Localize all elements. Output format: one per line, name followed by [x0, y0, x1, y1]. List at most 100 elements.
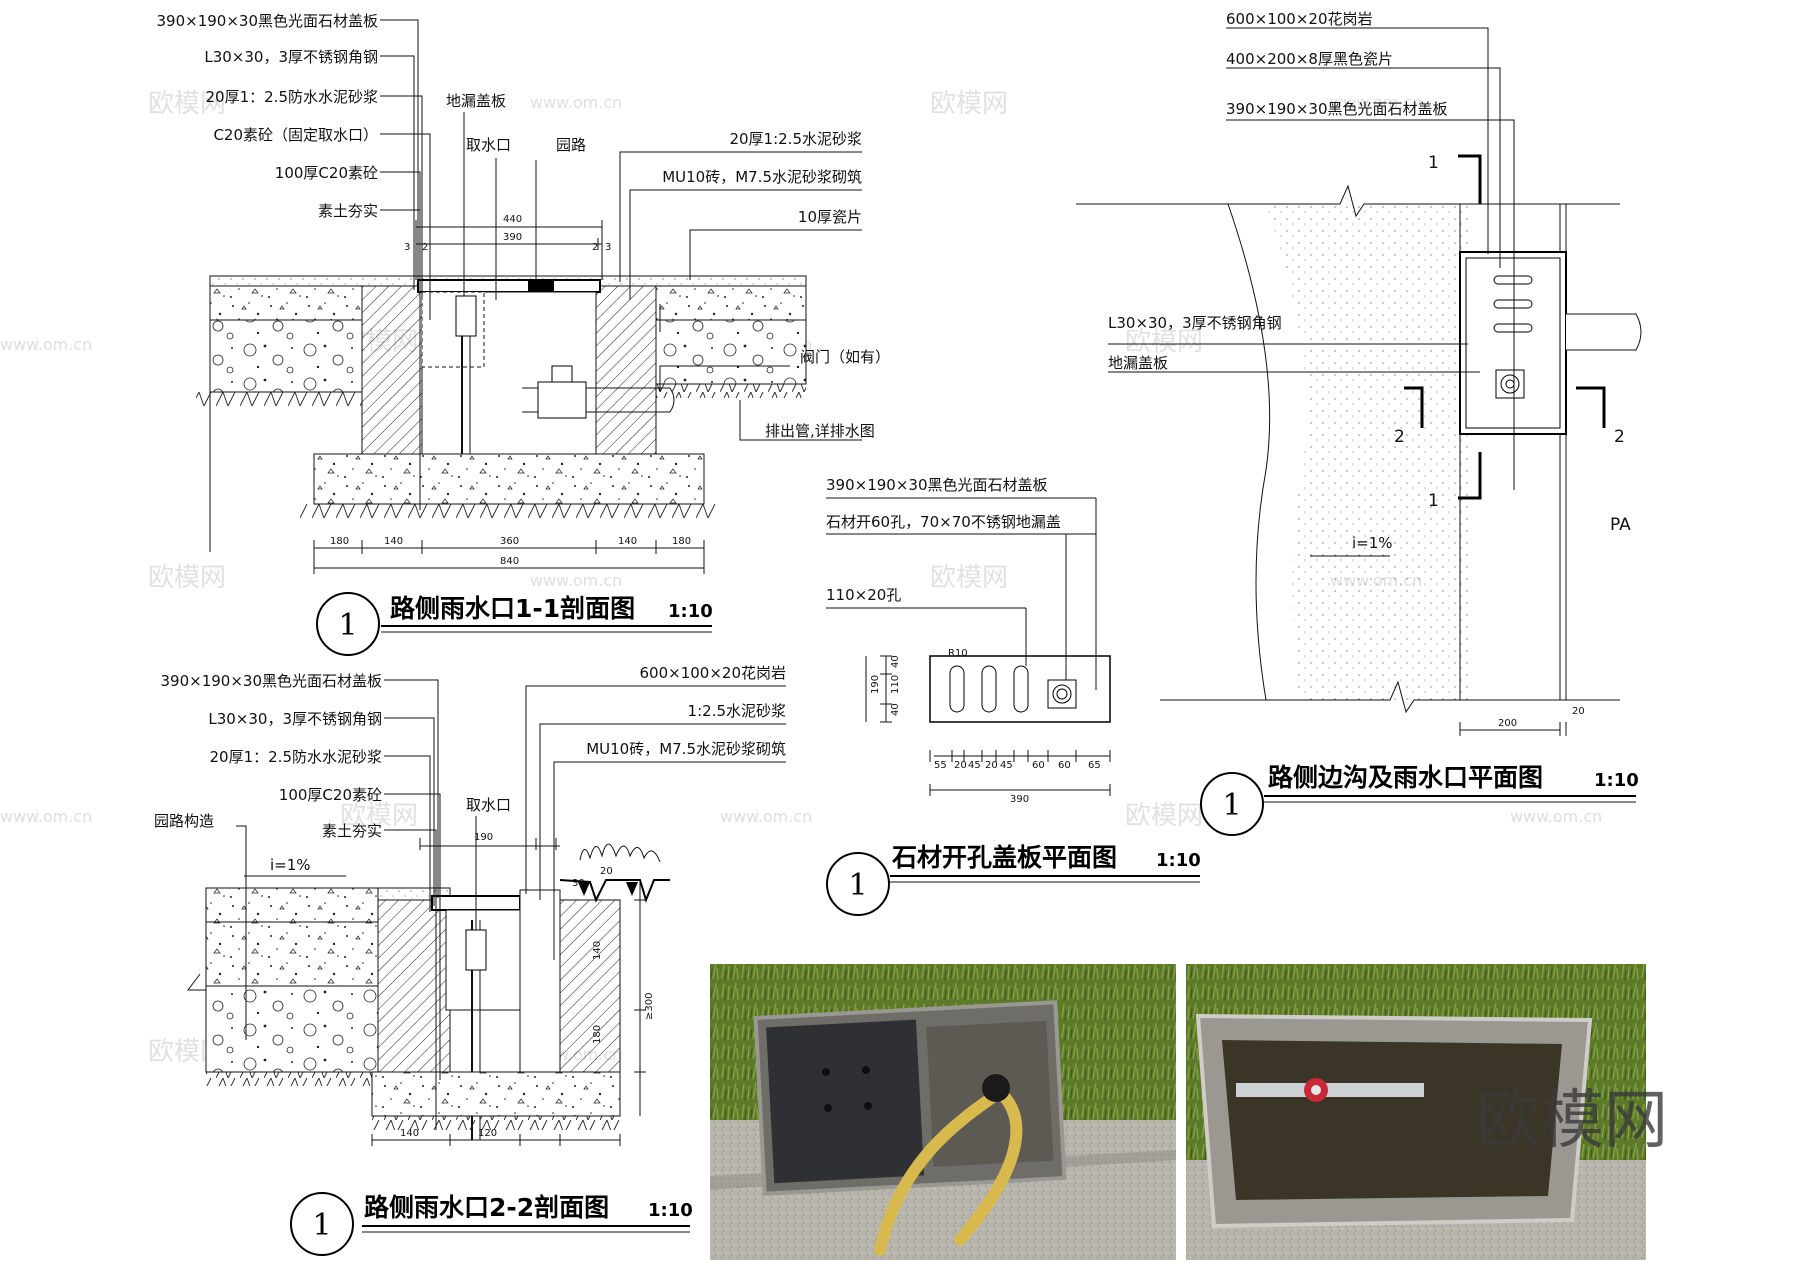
- outlet-pipe: [522, 387, 670, 413]
- detail-1-1-title-block: 1 路侧雨水口1-1剖面图 1:10: [316, 592, 713, 656]
- detail-title: 路侧雨水口2-2剖面图: [364, 1193, 609, 1222]
- gutter-plan-drawing: 1 1 2 2 PA i=1% 200 20 600×100×20花岗岩 400…: [1076, 10, 1642, 836]
- detail-index-bubble: [290, 1192, 354, 1256]
- dimension: 20: [600, 866, 613, 877]
- dimension: 40: [890, 703, 901, 716]
- dimension: 180: [672, 536, 691, 547]
- material-label: 100厚C20素砼: [275, 164, 378, 182]
- detail-2-2-title-block: 1 路侧雨水口2-2剖面图 1:10: [290, 1192, 693, 1256]
- watermark-url: www.om.cn: [0, 807, 92, 826]
- slot-hole: [1013, 665, 1029, 713]
- left-label-group: 390×190×30黑色光面石材盖板 L30×30，3厚不锈钢角钢 20厚1：2…: [154, 672, 441, 1130]
- granite-curb: [519, 889, 561, 1073]
- dimension: 55: [934, 760, 947, 771]
- dimension: 20: [954, 760, 967, 771]
- dimension: 60: [1058, 760, 1071, 771]
- detail-index-bubble: [826, 852, 890, 916]
- photo-hose-connector: [982, 1074, 1010, 1102]
- dimension: 20: [1572, 706, 1585, 717]
- dimension: 30: [572, 878, 585, 889]
- dimension: 180: [330, 536, 349, 547]
- dimension: 3: [605, 242, 611, 253]
- detail-scale: 1:10: [1156, 850, 1201, 871]
- detail-scale: 1:10: [648, 1200, 693, 1221]
- dimension: 140: [400, 1128, 419, 1139]
- dimension: 60: [1032, 760, 1045, 771]
- material-label: 390×190×30黑色光面石材盖板: [826, 476, 1048, 494]
- road-concrete-layer: [205, 887, 379, 923]
- detail-index-bubble: [1200, 772, 1264, 836]
- component-label: 取水口: [466, 796, 511, 814]
- dimension: 360: [500, 536, 519, 547]
- watermark-brand: 欧模网: [148, 89, 226, 119]
- gravel-layer-right: [655, 319, 807, 385]
- dimension: 180: [592, 1025, 603, 1044]
- material-label: 1:2.5水泥砂浆: [688, 702, 786, 720]
- c20-base-slab: [313, 453, 705, 505]
- material-label: 600×100×20花岗岩: [1226, 10, 1373, 28]
- material-label: L30×30，3厚不锈钢角钢: [208, 710, 382, 728]
- soil-hatch-right: [656, 384, 806, 398]
- material-label: C20素砼（固定取水口）: [213, 126, 378, 144]
- top-label-group: 地漏盖板 取水口 园路: [446, 92, 586, 300]
- material-label: 390×190×30黑色光面石材盖板: [157, 12, 379, 30]
- dimension: 20: [985, 760, 998, 771]
- c20-base-slab: [371, 1071, 621, 1117]
- material-label: 排出管,详排水图: [765, 422, 875, 440]
- detail-index-number: 1: [338, 608, 357, 643]
- detail-scale: 1:10: [1594, 770, 1639, 791]
- radius-label: R10: [948, 648, 968, 659]
- component-label: 园路: [556, 136, 586, 154]
- watermark-brand: 欧模网: [148, 563, 226, 593]
- photo-hose: [874, 1086, 1023, 1256]
- slot-hole: [949, 665, 965, 713]
- watermark-url: www.om.cn: [0, 335, 92, 354]
- slope-label: i=1%: [270, 856, 311, 874]
- material-label: 110×20孔: [826, 586, 901, 604]
- area-label: PA: [1610, 515, 1631, 535]
- material-label: MU10砖，M7.5水泥砂浆砌筑: [586, 740, 786, 758]
- material-label: 400×200×8厚黑色瓷片: [1226, 50, 1393, 68]
- stone-cover-plan-drawing: R10 55 20 45 20 45 60 60 65 390 40 110 4…: [826, 476, 1201, 916]
- slot-hole: [1493, 299, 1533, 309]
- watermark-brand: 欧模网: [340, 801, 418, 831]
- watermark-brand: 欧模网: [1125, 327, 1203, 357]
- water-outlet: [455, 295, 477, 337]
- soil-hatch-base: [300, 504, 716, 518]
- dimension: 190: [870, 675, 881, 694]
- pit-chamber: [445, 909, 531, 1011]
- detail-title: 路侧边沟及雨水口平面图: [1268, 763, 1543, 792]
- dimension: 140: [384, 536, 403, 547]
- gravel-layer-left: [209, 319, 363, 393]
- slot-hole: [981, 665, 997, 713]
- dimension: 3: [404, 242, 410, 253]
- road-gravel-layer: [205, 985, 379, 1073]
- drain-cover: [528, 280, 554, 292]
- section-cut-mark: [1404, 154, 1606, 500]
- concrete-layer-left: [209, 285, 363, 321]
- lawn-marker: [578, 882, 638, 896]
- drain-pipe: [1566, 313, 1642, 351]
- watermark-url: www.om.cn: [530, 93, 622, 112]
- material-label: 石材开60孔，70×70不锈钢地漏盖: [826, 513, 1061, 531]
- material-label: 阀门（如有）: [800, 348, 890, 366]
- watermark-url: www.om.cn: [1510, 807, 1602, 826]
- brick-wall-right: [559, 899, 621, 1073]
- road-concrete-base: [205, 921, 379, 987]
- dimension: 440: [503, 214, 522, 225]
- material-label: 素土夯实: [322, 822, 382, 840]
- dimension: 2: [592, 242, 598, 253]
- valve-handle: [551, 365, 573, 383]
- watermark-brand: 欧模网: [1125, 801, 1203, 831]
- watermark-brand: 欧模网: [930, 563, 1008, 593]
- paving-boundary-curve: [1227, 203, 1271, 701]
- material-label: 地漏盖板: [1108, 354, 1168, 372]
- material-label: 100厚C20素砼: [279, 786, 382, 804]
- break-mark: [187, 973, 206, 991]
- material-label: L30×30，3厚不锈钢角钢: [1108, 314, 1282, 332]
- watermark-url: www.om.cn: [1330, 93, 1422, 112]
- valve: [537, 381, 587, 419]
- dimension: 390: [1010, 794, 1029, 805]
- detail-title: 路侧雨水口1-1剖面图: [390, 594, 635, 623]
- detail-scale: 1:10: [668, 601, 713, 622]
